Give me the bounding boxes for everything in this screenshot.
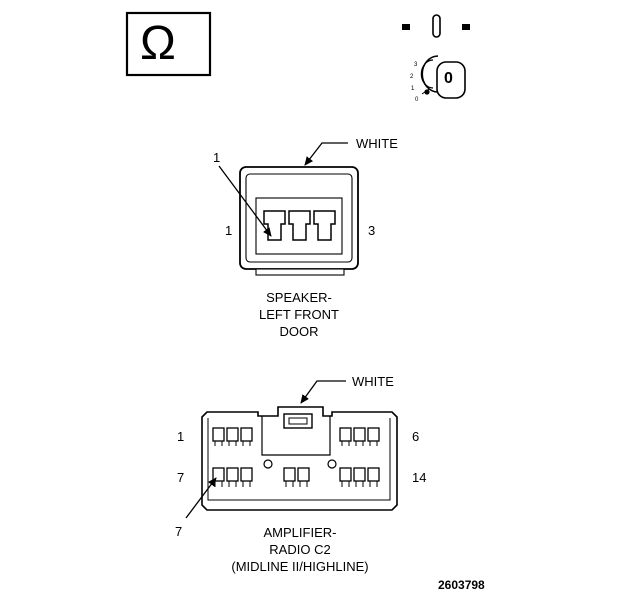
ohm-symbol: Ω	[140, 17, 176, 70]
amplifier-pin-14: 14	[412, 470, 427, 485]
speaker-right-pin: 3	[368, 223, 376, 238]
amplifier-caption-line-2: RADIO C2	[269, 542, 331, 557]
ignition-switch-icon	[402, 14, 470, 99]
speaker-callout-pin: 1	[213, 150, 221, 165]
ohmmeter-icon	[125, 11, 212, 77]
speaker-caption-line-2: LEFT FRONT	[259, 307, 339, 322]
amplifier-caption-line-1: AMPLIFIER-	[263, 525, 337, 540]
speaker-color-callout: WHITE	[356, 136, 398, 151]
ignition-position-3: 3	[414, 62, 418, 68]
amplifier-pin-7: 7	[177, 470, 185, 485]
amplifier-callout-pin: 7	[175, 524, 183, 539]
ignition-position-0: 0	[415, 97, 419, 103]
amplifier-pin-6: 6	[412, 429, 420, 444]
ignition-position-1: 1	[411, 86, 415, 92]
amplifier-connector	[185, 380, 398, 519]
amplifier-color-callout: WHITE	[352, 374, 394, 389]
speaker-left-pin: 1	[225, 223, 233, 238]
ignition-position-2: 2	[410, 74, 414, 80]
ignition-key-label: 0	[444, 70, 453, 87]
amplifier-pin-1: 1	[177, 429, 185, 444]
speaker-caption-line-3: DOOR	[279, 324, 319, 339]
figure-number: 2603798	[438, 578, 485, 592]
speaker-caption-line-1: SPEAKER-	[266, 290, 332, 305]
amplifier-caption-line-3: (MIDLINE II/HIGHLINE)	[231, 559, 369, 574]
speaker-connector	[218, 142, 359, 276]
